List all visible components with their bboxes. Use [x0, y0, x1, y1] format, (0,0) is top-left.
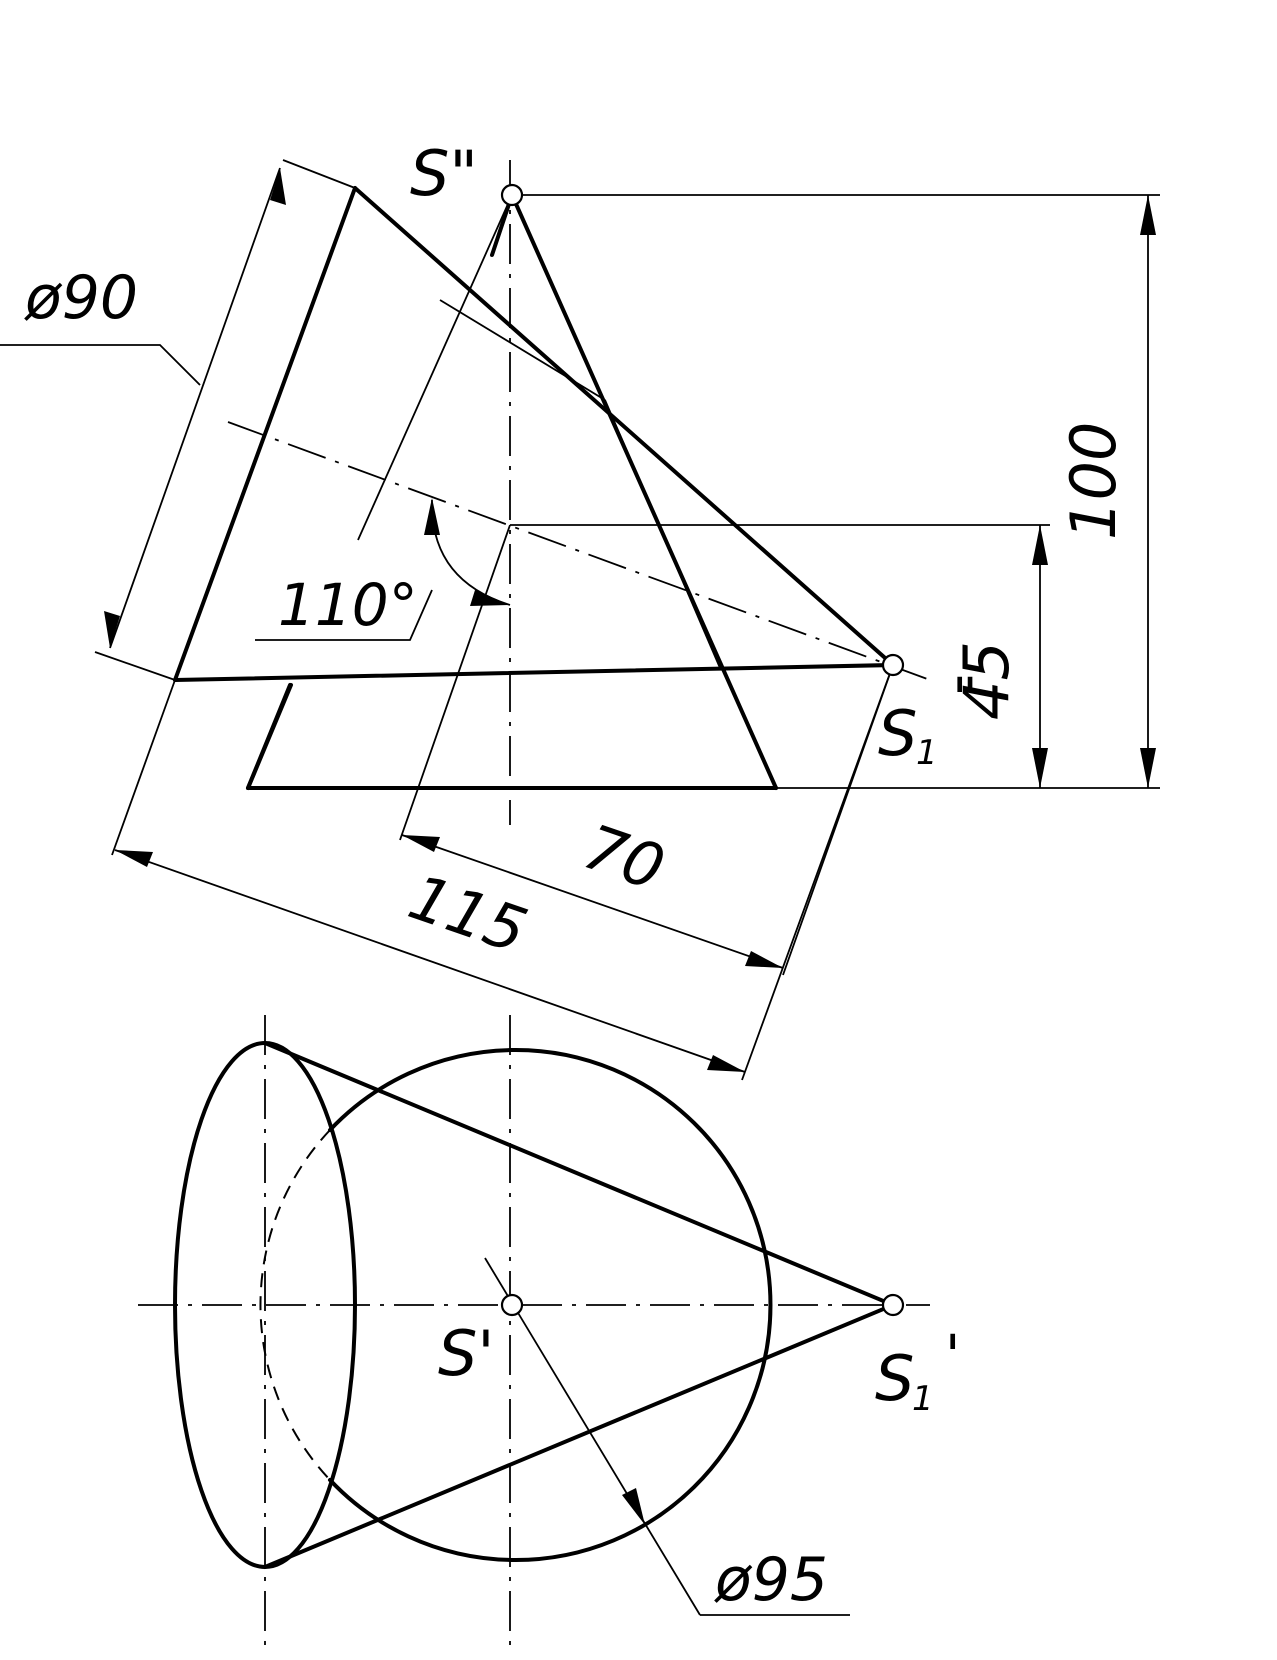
arrow-angle-top [424, 498, 440, 535]
intersection-curve [604, 399, 721, 669]
dim-line-115 [114, 849, 746, 1073]
ext-line-115-left [111, 679, 176, 856]
arrow-115-left [115, 850, 153, 867]
leader-phi95 [484, 1257, 701, 1616]
leader-phi90 [0, 344, 201, 386]
arrow-100-top [1140, 195, 1156, 235]
label-apex2-top-sub: 1 [912, 1379, 934, 1419]
apex2-point-top [881, 1293, 905, 1317]
label-apex2-top-mark: ' [945, 1324, 960, 1389]
label-45: 45 [950, 641, 1023, 720]
arrow-115-right [707, 1055, 745, 1072]
ext-line-phi90-bottom [94, 651, 176, 681]
label-apex2-top: S [875, 1342, 914, 1415]
arrow-phi95 [622, 1488, 645, 1525]
label-apex-top: S' [438, 1317, 494, 1390]
apex-point-top [500, 1293, 524, 1317]
arrow-45-top [1032, 525, 1048, 565]
label-apex2-front: S [878, 697, 917, 770]
inclined-cone-base-edge [173, 186, 357, 682]
ext-line-70-left [399, 524, 511, 841]
arrow-70-right [745, 951, 783, 968]
ext-line-115-right [741, 664, 894, 1081]
label-110: 110° [278, 571, 418, 639]
arrow-phi90-top [270, 168, 286, 205]
apex-point-front [500, 183, 524, 207]
label-apex2-front-mark: " [952, 667, 978, 732]
label-apex2-front-sub: 1 [916, 733, 938, 773]
base-circle-hidden [259, 1129, 331, 1481]
arrow-phi90-bottom [104, 611, 120, 648]
arrow-45-bottom [1032, 748, 1048, 788]
top-view [138, 1015, 930, 1655]
arrow-angle-right [470, 590, 510, 606]
base-cone-left-generator-thin [357, 194, 513, 541]
top-upper-generator [263, 1041, 895, 1307]
front-view [0, 159, 1160, 1081]
label-115: 115 [400, 860, 536, 968]
angle-arc-110 [431, 499, 511, 606]
dim-line-70 [401, 834, 784, 969]
inclined-cone-axis [227, 421, 931, 681]
inclined-cone-lower-generator [173, 663, 895, 682]
base-cone-left-generator [246, 683, 293, 790]
inclined-cone-upper-generator [353, 186, 895, 667]
label-phi90: ø90 [24, 263, 138, 333]
intersection-line [439, 299, 606, 401]
leader-110 [255, 589, 433, 641]
label-apex-front: S" [410, 137, 478, 210]
label-100: 100 [1057, 422, 1130, 540]
arrow-100-bottom [1140, 748, 1156, 788]
arrow-70-left [402, 835, 440, 852]
ext-line-phi90-top [282, 159, 356, 189]
apex2-point-front [881, 653, 905, 677]
label-phi95: ø95 [714, 1545, 828, 1615]
top-lower-generator [263, 1303, 895, 1569]
base-circle-visible [328, 1048, 773, 1562]
label-70: 70 [575, 810, 673, 905]
dim-line-phi90 [109, 167, 281, 649]
